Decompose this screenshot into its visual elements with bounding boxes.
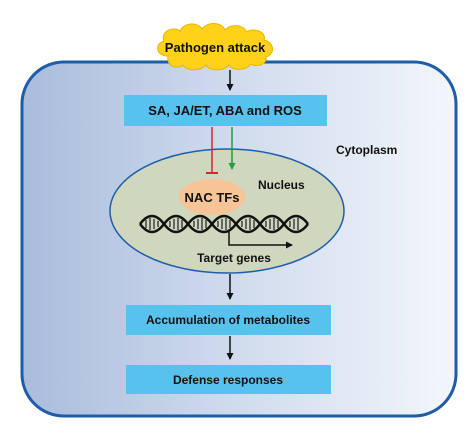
dna-helix-icon bbox=[139, 214, 309, 234]
nac-tfs-label: NAC TFs bbox=[185, 190, 240, 205]
defense-label: Defense responses bbox=[173, 373, 283, 387]
signals-label: SA, JA/ET, ABA and ROS bbox=[148, 103, 302, 118]
target-genes-label: Target genes bbox=[197, 251, 271, 265]
transcription-arrow bbox=[228, 231, 293, 249]
inhibition-arrow bbox=[206, 127, 218, 174]
metabolites-box bbox=[126, 305, 331, 335]
metabolites-label: Accumulation of metabolites bbox=[146, 313, 310, 327]
signals-box bbox=[124, 95, 327, 126]
cytoplasm-label: Cytoplasm bbox=[336, 143, 397, 157]
nac-tfs-node bbox=[179, 179, 245, 215]
defense-box bbox=[126, 365, 331, 394]
pathogen-attack-cloud: Pathogen attack bbox=[157, 23, 273, 71]
nucleus-label: Nucleus bbox=[258, 178, 305, 192]
pathogen-attack-label: Pathogen attack bbox=[165, 40, 266, 55]
